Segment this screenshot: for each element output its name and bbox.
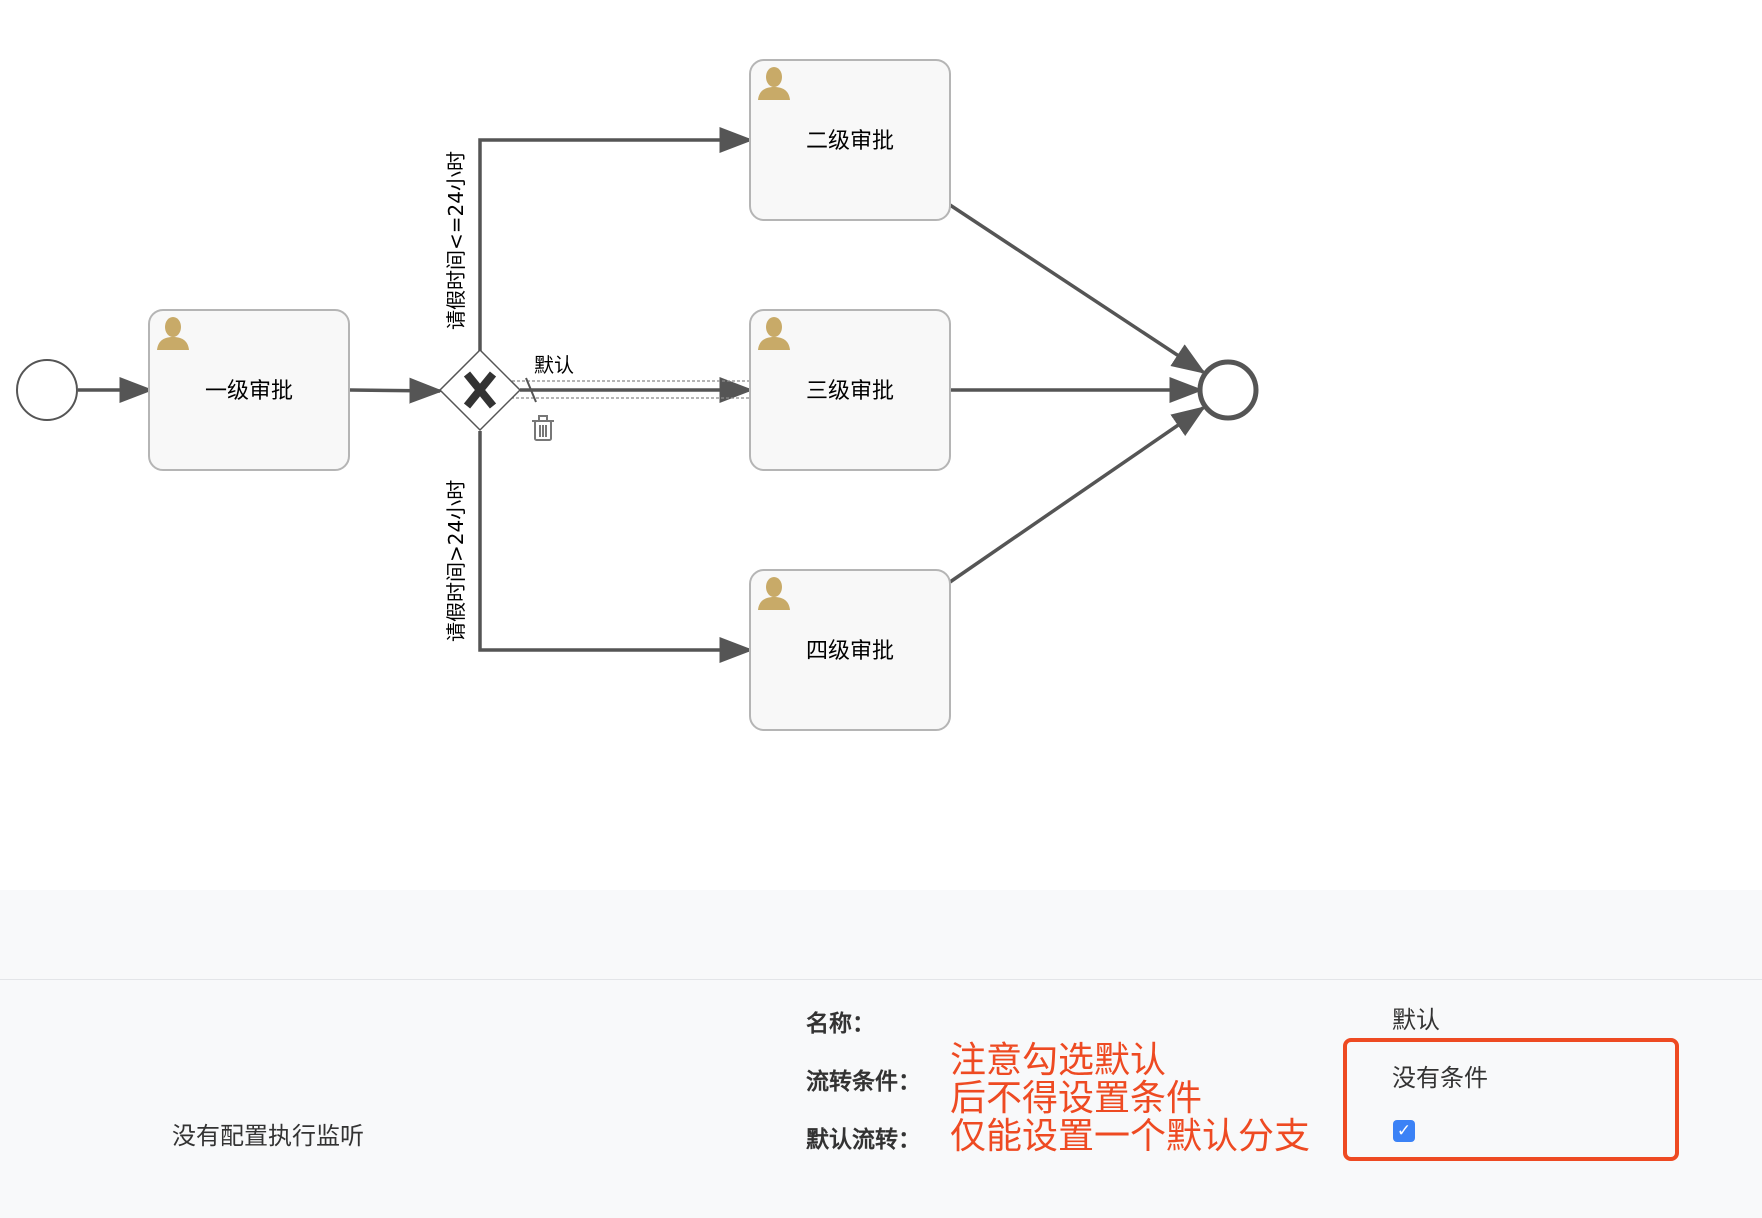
- condition-field-label: 流转条件：: [806, 1069, 921, 1095]
- user-icon: [758, 577, 790, 610]
- annotation-highlight-box: [1343, 1038, 1679, 1161]
- sequence-flows: [78, 127, 1206, 663]
- name-field-label: 名称：: [806, 1011, 875, 1037]
- default-flow-marker: [525, 377, 537, 403]
- default-flow-field-label: 默认流转：: [806, 1127, 921, 1153]
- task-level4[interactable]: 四级审批: [749, 569, 951, 731]
- flow-gateway-to-level2[interactable]: [478, 127, 754, 351]
- annotation-line-2: 后不得设置条件: [950, 1078, 1203, 1119]
- annotation-line-3: 仅能设置一个默认分支: [950, 1116, 1311, 1157]
- listener-empty-text: 没有配置执行监听: [172, 1122, 364, 1150]
- panel-divider: [0, 979, 1762, 980]
- default-flow-label: 默认: [534, 353, 574, 377]
- task-label: 四级审批: [806, 639, 894, 664]
- user-icon: [157, 317, 189, 350]
- user-icon: [758, 67, 790, 100]
- task-label: 一级审批: [205, 379, 293, 404]
- checkmark-icon: ✓: [1396, 1121, 1412, 1141]
- flow-level4-to-end[interactable]: [949, 406, 1206, 584]
- condition-field-value[interactable]: 没有条件: [1392, 1064, 1488, 1092]
- flow-gateway-to-level4[interactable]: [478, 431, 754, 663]
- task-level3[interactable]: 三级审批: [749, 309, 951, 471]
- start-event[interactable]: [16, 359, 78, 421]
- annotation-line-1: 注意勾选默认: [950, 1040, 1167, 1081]
- default-flow-checkbox[interactable]: ✓: [1393, 1120, 1415, 1142]
- properties-panel: 没有配置执行监听 名称： 流转条件： 默认流转： 注意勾选默认 后不得设置条件 …: [0, 890, 1762, 1218]
- exclusive-gateway[interactable]: [438, 348, 522, 432]
- task-level2[interactable]: 二级审批: [749, 59, 951, 221]
- bpmn-diagram-canvas[interactable]: 默认 请假时间<=24小时 请假时间>24小时 一级审批 二级审批 三级审批: [0, 0, 1762, 890]
- user-icon: [758, 317, 790, 350]
- name-field-value[interactable]: 默认: [1392, 1006, 1440, 1034]
- task-label: 三级审批: [806, 379, 894, 404]
- trash-icon[interactable]: [532, 415, 554, 441]
- upper-condition-label: 请假时间<=24小时: [444, 151, 468, 330]
- end-event[interactable]: [1197, 359, 1259, 421]
- task-label: 二级审批: [806, 129, 894, 154]
- flow-level2-to-end[interactable]: [949, 203, 1206, 374]
- gateway-x-icon: [463, 371, 497, 409]
- task-level1[interactable]: 一级审批: [148, 309, 350, 471]
- flow-level1-to-gateway[interactable]: [349, 377, 444, 404]
- lower-condition-label: 请假时间>24小时: [444, 480, 468, 642]
